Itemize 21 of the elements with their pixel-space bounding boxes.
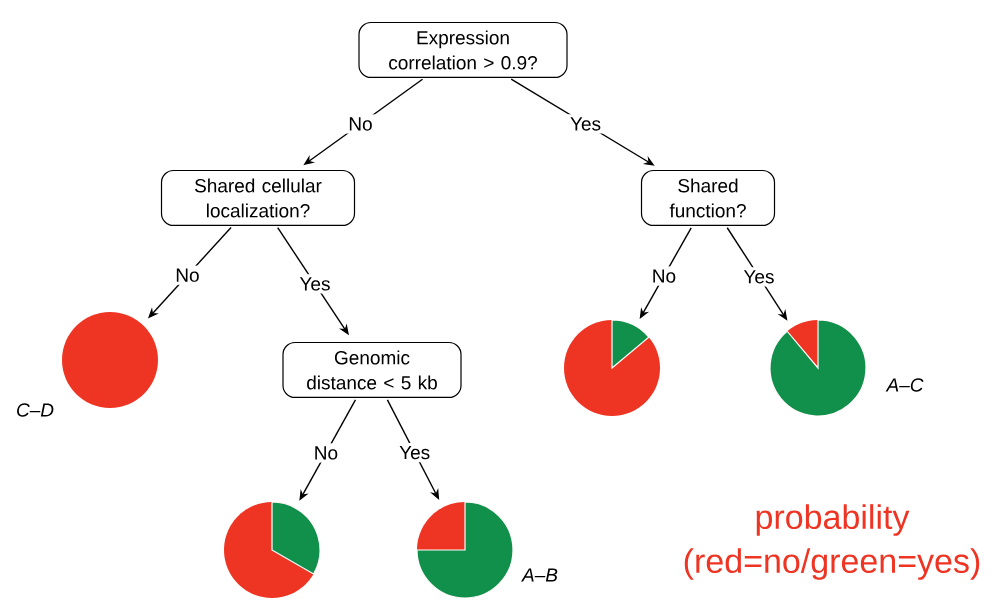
edge-label: No [349,117,372,131]
decision-box: Genomic distance < 5 kb [282,341,462,399]
legend-note: probability (red=no/green=yes) [684,504,980,580]
pie-chart [224,501,321,598]
edge-label: Yes [399,446,430,460]
pie-chart [62,312,158,408]
edge-label: Yes [570,117,601,131]
edge-label: No [315,446,338,460]
decision-box: Shared cellular localization? [160,169,356,227]
pair-label: A–B [521,568,558,582]
pie-chart [564,319,660,416]
decision-box: Shared function? [640,169,776,227]
edge-label: No [653,269,676,283]
edge-label: Yes [299,277,330,291]
edge-label: No [176,268,199,282]
decision-box: Expression correlation > 0.9? [358,21,568,79]
pie-chart [769,319,867,417]
edge-label: Yes [743,270,774,284]
pie-chart [416,501,514,599]
pair-label: C–D [17,403,54,417]
pair-label: A–C [885,378,924,392]
